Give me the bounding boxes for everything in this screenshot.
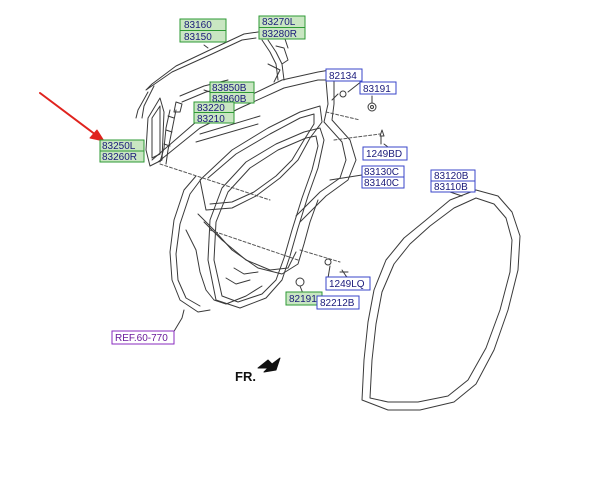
label-text: 83280R — [262, 29, 297, 40]
label-83130-83140[interactable]: 83130C 83140C — [361, 165, 405, 189]
label-1249bd[interactable]: 1249BD — [362, 146, 408, 161]
label-text: 82212B — [320, 298, 355, 309]
front-direction-label: FR. — [235, 369, 256, 384]
label-text: 83250L — [102, 141, 136, 152]
part-labels: 83160 83150 83270L 83280R 83850B 83860B … — [99, 15, 476, 384]
label-text: 83220 — [197, 103, 225, 114]
label-text: 83860B — [212, 94, 247, 105]
label-text: 83210 — [197, 114, 225, 125]
part-1249bd-bolt — [379, 129, 385, 145]
label-text: 82191 — [289, 294, 317, 305]
front-direction-arrow-icon — [257, 357, 281, 373]
part-1249lq-bolt — [339, 269, 349, 277]
door-outer-skin — [169, 175, 211, 313]
label-text: 83160 — [184, 20, 212, 31]
window-opening — [199, 105, 323, 211]
part-82134-clip — [339, 90, 347, 98]
label-text: 1249BD — [366, 149, 402, 160]
label-text: 83270L — [262, 17, 296, 28]
label-83220-83210[interactable]: 83220 83210 — [193, 101, 235, 125]
red-pointer-arrow — [39, 92, 105, 142]
label-83270-83280[interactable]: 83270L 83280R — [258, 15, 306, 40]
label-82212b[interactable]: 82212B — [316, 295, 360, 310]
label-text: 83130C — [364, 167, 399, 178]
label-83160-83150[interactable]: 83160 83150 — [179, 18, 227, 43]
label-82134[interactable]: 82134 — [325, 68, 363, 82]
door-weatherstrip — [207, 127, 325, 309]
label-text: 83260R — [102, 152, 137, 163]
window-run-channel — [145, 31, 259, 91]
body-weatherstrip — [361, 189, 521, 411]
label-text: 83110B — [434, 182, 468, 193]
label-text: 83191 — [363, 84, 391, 95]
quarter-glass — [145, 97, 165, 167]
part-82191-cap — [295, 277, 305, 287]
label-ref[interactable]: REF.60-770 — [111, 330, 175, 345]
label-text: 83850B — [212, 83, 247, 94]
part-82212b-grommet — [324, 258, 332, 266]
label-83191[interactable]: 83191 — [359, 81, 397, 95]
label-text: 83120B — [434, 171, 469, 182]
label-text: 82134 — [329, 71, 357, 82]
label-text: 83150 — [184, 32, 212, 43]
label-83120-83110[interactable]: 83120B 83110B — [430, 169, 476, 193]
sash-trim — [261, 39, 285, 81]
part-83191-grommet — [367, 102, 377, 112]
label-83850-83860[interactable]: 83850B 83860B — [209, 81, 255, 105]
door-inner-panel — [197, 199, 319, 275]
label-1249lq[interactable]: 1249LQ — [325, 276, 371, 291]
label-text: 1249LQ — [329, 279, 365, 290]
label-text: 83140C — [364, 178, 399, 189]
label-83250-83260[interactable]: 83250L 83260R — [99, 139, 145, 163]
label-text: REF.60-770 — [115, 333, 168, 344]
door-line-art — [39, 31, 521, 411]
